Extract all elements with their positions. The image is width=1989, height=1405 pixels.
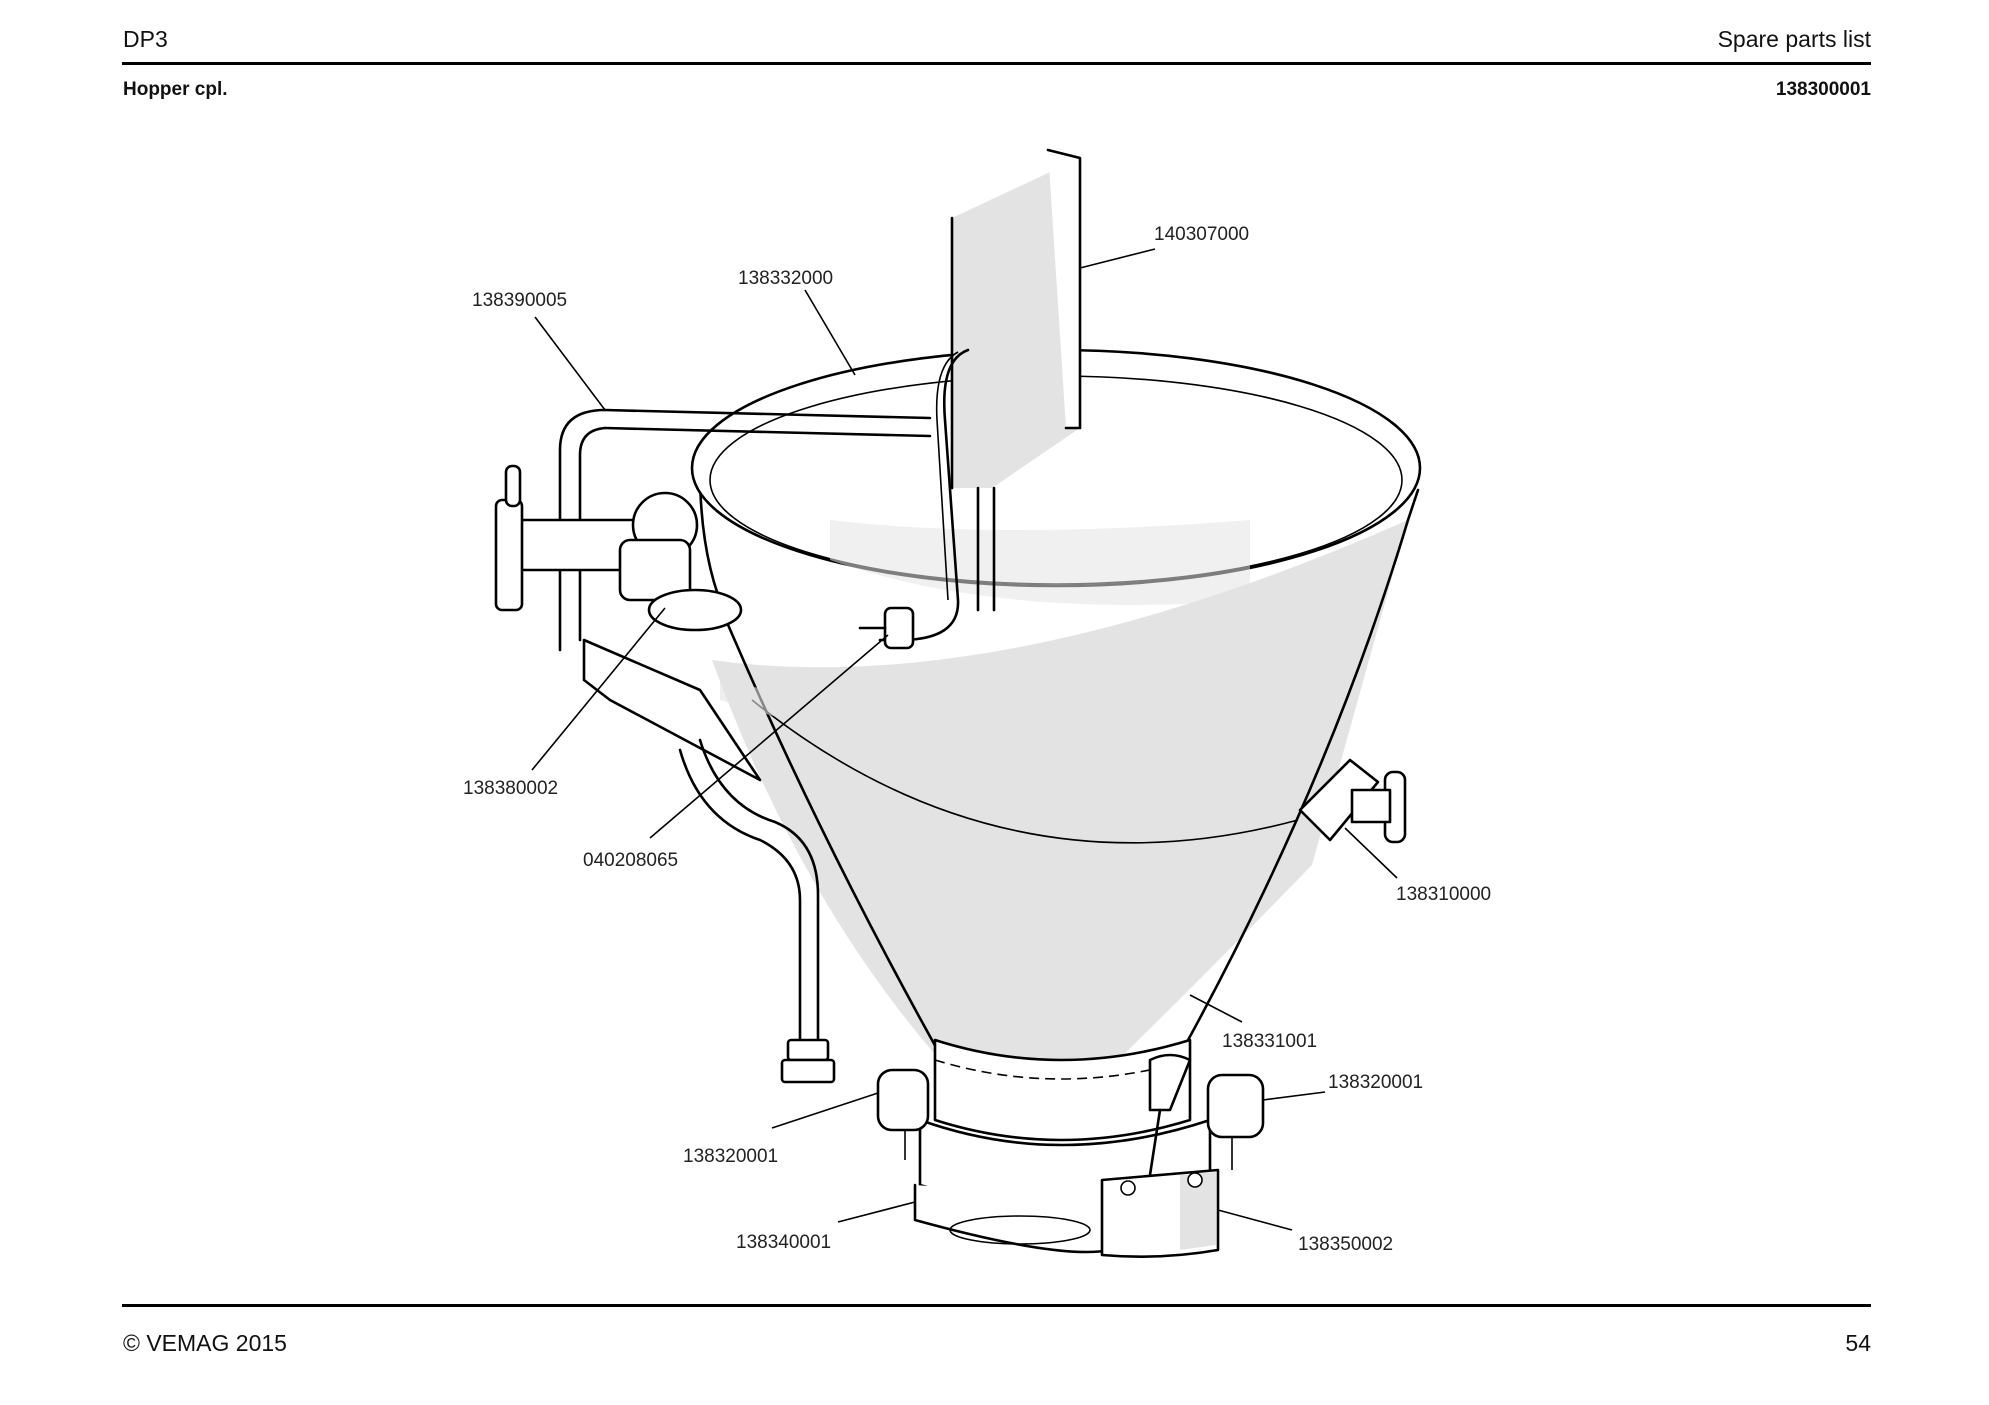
assembly-number: 138300001 xyxy=(1775,79,1871,100)
drain-tube xyxy=(678,738,836,1084)
callout-138310000: 138310000 xyxy=(1396,884,1491,905)
callout-138320001-right: 138320001 xyxy=(1328,1072,1423,1093)
pipe-assembly xyxy=(494,408,932,782)
callout-138390005: 138390005 xyxy=(472,290,567,311)
callout-138380002: 138380002 xyxy=(463,778,558,799)
document-code: DP3 xyxy=(123,26,168,52)
callout-040208065: 040208065 xyxy=(583,850,678,871)
leader-lines xyxy=(531,248,1398,1231)
callout-140307000: 140307000 xyxy=(1154,224,1249,245)
cover-plate xyxy=(950,148,1082,612)
hopper-base xyxy=(876,1038,1265,1258)
rim-rod xyxy=(858,348,970,650)
callout-138331001: 138331001 xyxy=(1222,1031,1317,1052)
header-rule xyxy=(122,62,1871,65)
copyright: © VEMAG 2015 xyxy=(123,1330,287,1356)
callout-138340001: 138340001 xyxy=(736,1232,831,1253)
hopper-body xyxy=(690,348,1422,1060)
callout-138332000: 138332000 xyxy=(738,268,833,289)
document-type: Spare parts list xyxy=(1717,26,1871,52)
side-valve xyxy=(1298,758,1407,844)
callout-138350002: 138350002 xyxy=(1298,1234,1393,1255)
page-number: 54 xyxy=(1845,1330,1871,1356)
callout-138320001-left: 138320001 xyxy=(683,1146,778,1167)
footer-rule xyxy=(122,1304,1871,1307)
assembly-title: Hopper cpl. xyxy=(123,79,228,100)
